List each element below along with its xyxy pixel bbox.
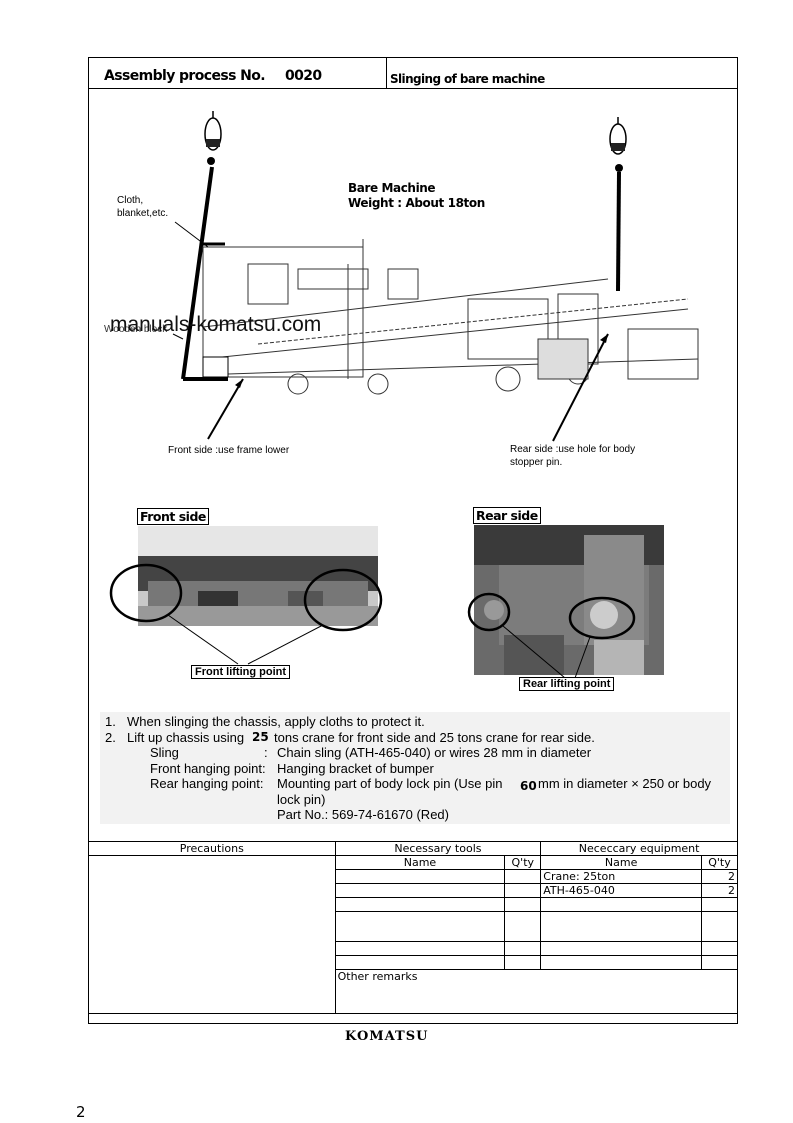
page-frame — [88, 57, 738, 1024]
note-2-text-b: tons crane for front side and 25 tons cr… — [274, 729, 595, 745]
chassis-sketch — [202, 239, 699, 395]
equipment-name: ATH-465-040 — [540, 883, 702, 898]
machine-diagram — [172, 111, 699, 442]
rear-lifting-point-label: Rear lifting point — [519, 677, 615, 691]
precautions-cell — [88, 855, 336, 1014]
note-1-text: When slinging the chassis, apply cloths … — [127, 714, 425, 729]
precautions-header: Precautions — [88, 841, 336, 856]
note-2-text-a: Lift up chassis using — [127, 729, 245, 745]
rear-hanging-label: Rear hanging point: — [150, 776, 264, 791]
instruction-notes: 1. When slinging the chassis, apply clot… — [100, 712, 730, 824]
rear-hook-icon — [609, 117, 627, 172]
header-separator — [386, 57, 387, 88]
weight-label: Weight : About 18ton — [348, 196, 485, 210]
rear-callout-lines — [467, 592, 636, 679]
equipment-qty-header: Q'ty — [700, 855, 739, 870]
front-hanging-label: Front hanging point: — [150, 760, 266, 776]
note-2-number: 2. — [105, 729, 116, 745]
sling-colon: : — [264, 745, 268, 760]
note-2-crane-value: 25 — [252, 729, 269, 744]
other-remarks: Other remarks — [334, 969, 739, 1014]
equipment-name-header: Name — [540, 855, 702, 870]
equipment-header: Nececcary equipment — [540, 841, 738, 856]
machine-label: Bare Machine — [348, 181, 436, 195]
header-divider — [88, 88, 738, 89]
front-side-note: Front side :use frame lower — [168, 445, 290, 456]
equipment-qty: 2 — [700, 883, 739, 898]
process-number: 0020 — [285, 68, 322, 84]
tools-header: Necessary tools — [334, 841, 542, 856]
tools-name-header: Name — [334, 855, 506, 870]
equipment-name: Crane: 25ton — [540, 869, 702, 884]
part-number: Part No.: 569-74-61670 (Red) — [277, 807, 449, 822]
sling-value: Chain sling (ATH-465-040) or wires 28 mm… — [277, 745, 592, 760]
cloth-label: Cloth, blanket,etc. — [117, 195, 169, 219]
rear-photo-title: Rear side — [473, 507, 541, 524]
front-lifting-point-label: Front lifting point — [191, 665, 291, 679]
equipment-qty: 2 — [700, 869, 739, 884]
front-callout-lines — [109, 563, 383, 665]
rear-hanging-value-a: Mounting part of body lock pin (Use pin — [277, 776, 503, 791]
process-subtitle: Slinging of bare machine — [390, 72, 545, 86]
page-number: 2 — [76, 1103, 86, 1121]
tools-qty-header: Q'ty — [504, 855, 542, 870]
rear-hanging-value-c: lock pin) — [277, 791, 326, 807]
wooden-block-label: Wooden block — [104, 324, 168, 335]
komatsu-logo: KOMATSU — [345, 1029, 429, 1044]
front-photo-title: Front side — [137, 508, 209, 525]
front-hook-icon — [204, 111, 222, 165]
front-photo — [138, 526, 378, 626]
note-1-number: 1. — [105, 714, 116, 729]
rear-side-note: Rear side :use hole for body stopper pin… — [510, 444, 636, 468]
rear-hanging-value-b: mm in diameter × 250 or body — [538, 776, 712, 791]
sling-label: Sling — [150, 745, 179, 760]
front-hanging-value: Hanging bracket of bumper — [277, 760, 434, 776]
process-title: Assembly process No. — [104, 68, 266, 84]
rear-photo — [474, 525, 664, 675]
rear-pin-diameter: 60 — [520, 779, 537, 793]
equipment-table: Precautions Necessary tools Nececcary eq… — [88, 841, 739, 1014]
watermark: manuals-komatsu.com — [110, 313, 322, 336]
